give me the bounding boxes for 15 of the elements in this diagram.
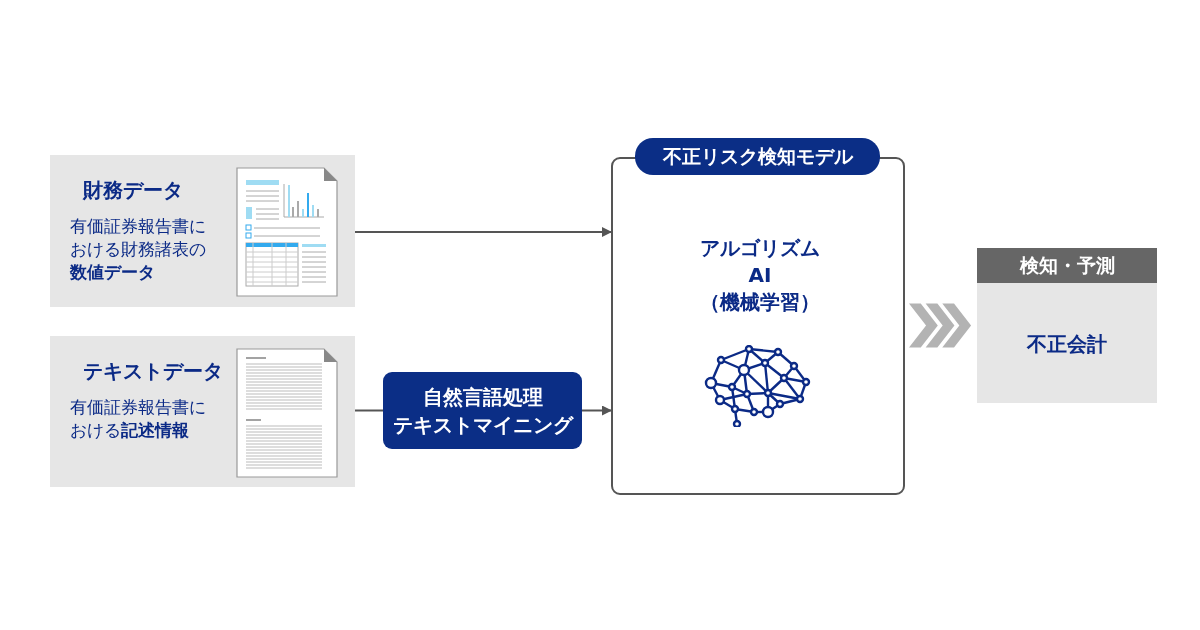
data-panel (50, 155, 355, 307)
panel-heading: 財務データ (83, 177, 183, 204)
result-header: 検知・予測 (977, 248, 1157, 283)
panel-heading: テキストデータ (83, 358, 223, 385)
panel-text: 有価証券報告書における財務諸表の数値データ (70, 215, 207, 284)
data-panel (50, 336, 355, 487)
chevron-arrow (909, 303, 972, 348)
panel-text: 有価証券報告書における記述情報 (70, 396, 207, 442)
model-text: アルゴリズムAI（機械学習） (699, 235, 821, 316)
result-text: 不正会計 (1025, 331, 1108, 358)
title-pill: 不正リスク検知モデル (635, 138, 880, 175)
process-box: 自然言語処理テキストマイニング (383, 372, 582, 449)
result-box (977, 248, 1157, 403)
arrow (581, 405, 612, 416)
arrow (354, 227, 612, 237)
